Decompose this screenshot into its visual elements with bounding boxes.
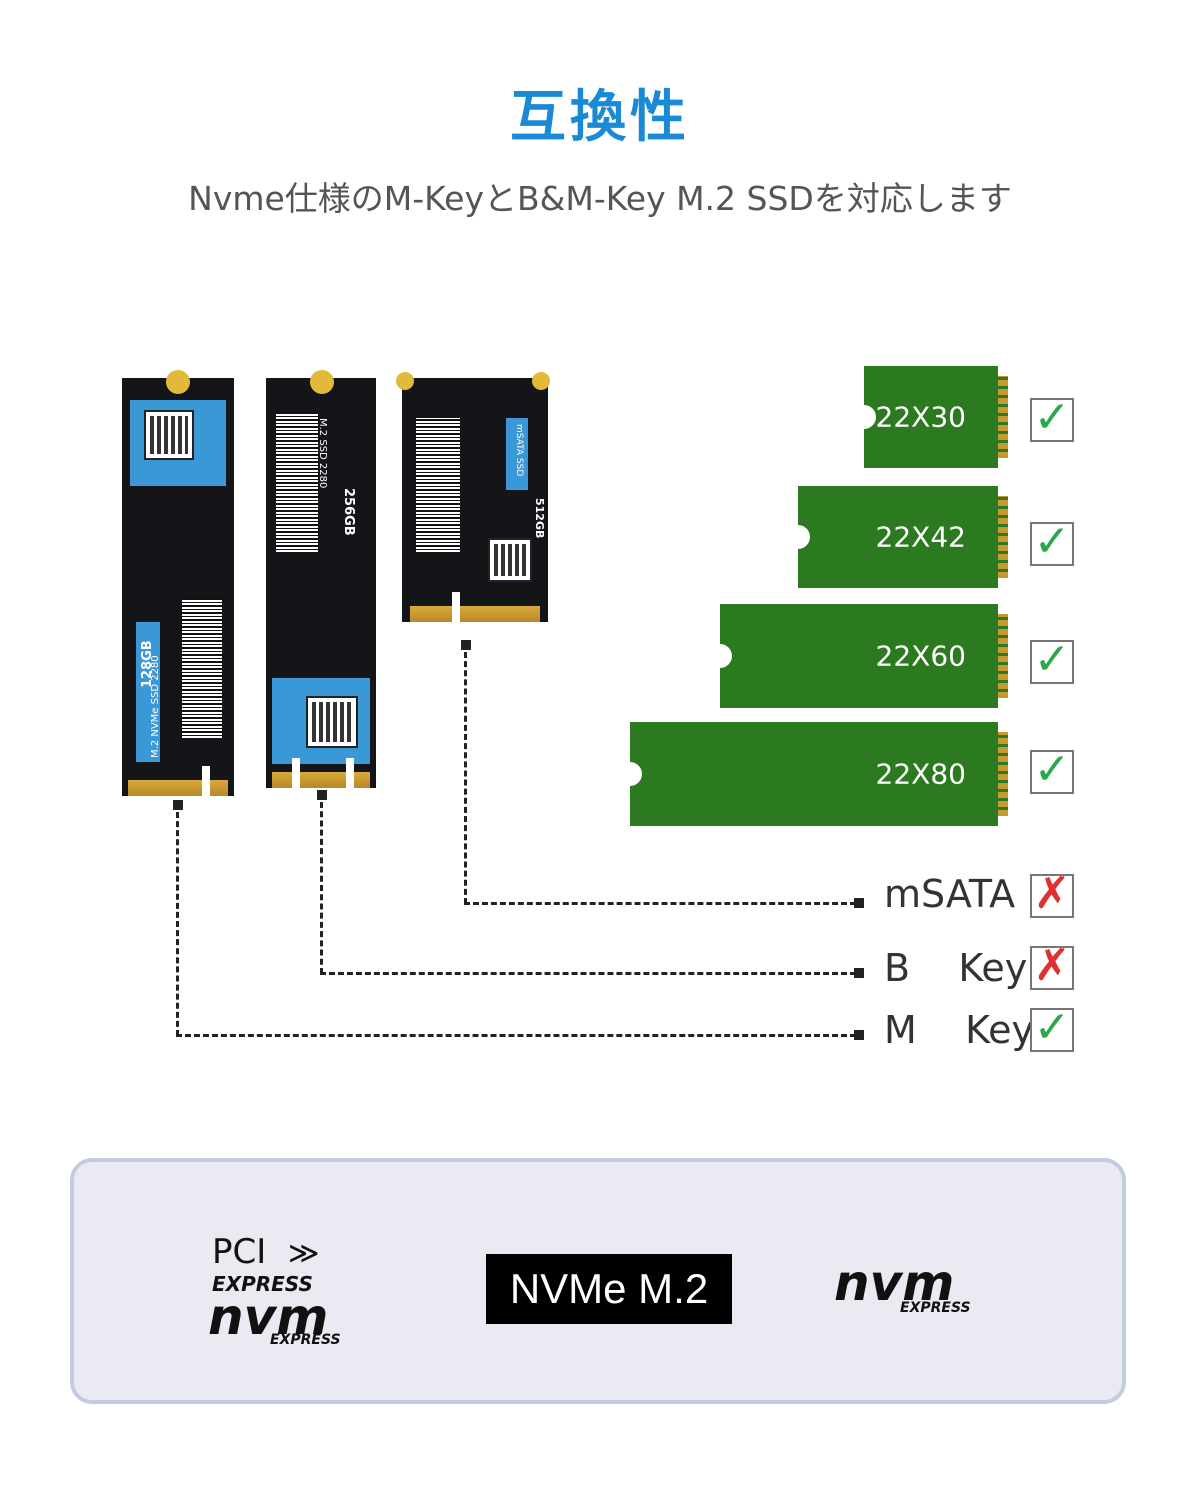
key-label-b-key: B Key: [884, 946, 1028, 990]
nvm-logo-text: nvm: [208, 1288, 329, 1346]
pcie-logo-text: PCI: [212, 1232, 267, 1272]
check-icon: ✓: [1030, 638, 1074, 684]
size-card-22x30: 22X30: [852, 366, 1008, 468]
compatibility-logos-panel: PCI ≫ EXPRESS nvm EXPRESS NVMe M.2 nvm E…: [70, 1158, 1126, 1404]
check-icon: ✓: [1030, 396, 1074, 442]
ssd-model-label: M.2 NVMe SSD 2280: [150, 655, 161, 758]
size-card-22x42: 22X42: [786, 486, 1008, 588]
size-label: 22X30: [875, 400, 966, 434]
nvme-m2-logo: NVMe M.2: [486, 1254, 732, 1324]
qr-code: [306, 696, 358, 748]
ssd-sata-2280: M.2 SSD 2280 256GB: [266, 370, 376, 788]
ssd-capacity: 256GB: [341, 488, 356, 536]
pcie-arrows-icon: ≫: [288, 1236, 320, 1271]
nvm-logo-text-right: nvm: [834, 1254, 955, 1312]
ssd-blue-label: [506, 418, 528, 490]
ssd-model-label: M.2 SSD 2280: [317, 418, 328, 489]
key-label-m-key: M Key: [884, 1008, 1034, 1052]
pcie-express-text: EXPRESS: [212, 1272, 313, 1296]
check-icon: ✓: [1030, 1006, 1074, 1052]
check-icon: ✓: [1030, 748, 1074, 794]
ssd-nvme-2280: 128GB M.2 NVMe SSD 2280: [122, 370, 234, 796]
size-card-22x80: 22X80: [618, 722, 1008, 826]
page-title: 互換性: [510, 85, 690, 150]
ssd-model-label: mSATA SSD: [514, 424, 524, 477]
barcode: [182, 598, 222, 738]
page-subtitle: Nvme仕様のM-KeyとB&M-Key M.2 SSDを対応します: [188, 179, 1012, 218]
cross-icon: ✗: [1030, 944, 1074, 990]
cross-icon: ✗: [1030, 872, 1074, 918]
ssd-msata: mSATA SSD 512GB: [396, 372, 550, 622]
nvm-express-text: EXPRESS: [270, 1332, 341, 1348]
size-label: 22X60: [875, 639, 966, 673]
key-label-msata: mSATA: [884, 872, 1016, 916]
barcode: [416, 418, 460, 552]
qr-code: [144, 410, 194, 460]
barcode: [276, 412, 318, 552]
size-card-22x60: 22X60: [708, 604, 1008, 708]
nvm-express-text-right: EXPRESS: [900, 1300, 971, 1316]
ssd-capacity: 512GB: [533, 498, 546, 539]
qr-code: [488, 538, 532, 582]
size-label: 22X42: [875, 520, 966, 554]
size-label: 22X80: [875, 757, 966, 791]
check-icon: ✓: [1030, 520, 1074, 566]
